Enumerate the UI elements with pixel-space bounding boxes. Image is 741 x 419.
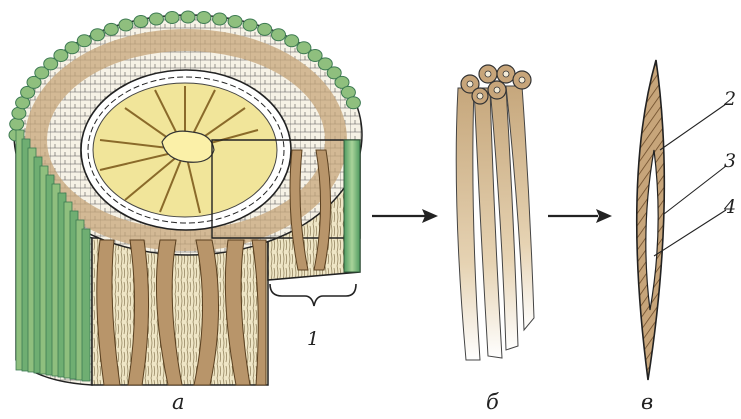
callout-2: 2 [724,90,736,109]
fiber-cell [637,60,726,380]
epidermis-cell [285,35,299,47]
epidermis-cell [119,19,133,31]
panel-label-c: в [641,392,653,413]
leader-4 [654,210,726,256]
epidermis-cell [181,11,195,23]
epidermis-cell [213,13,227,25]
leader-3 [664,166,726,214]
epidermis-cell [346,97,360,109]
epidermis-cell [77,35,91,47]
epidermis-cell [197,12,211,24]
callout-4: 4 [724,198,736,217]
panel-label-b: б [486,392,499,413]
epidermis-cell [149,13,163,25]
epidermis-cell [10,118,24,130]
epidermis-cell [228,16,242,28]
leader-2 [660,104,726,150]
fiber-bundle [456,65,534,360]
epidermis-cell [272,29,286,41]
epidermis-cell [82,229,90,381]
arrow-b-to-c [548,209,612,223]
epidermis-cell [134,16,148,28]
callout-1: 1 [307,330,319,349]
epidermis-cell [91,29,105,41]
epidermis-right [344,140,360,272]
callout-3: 3 [724,152,736,171]
arrow-a-to-b [372,209,438,223]
epidermis-cell [243,19,257,31]
panel-label-a: а [172,392,185,413]
epidermis-cell [165,12,179,24]
epidermis-cell [65,42,79,54]
epidermis-cell [258,23,272,35]
bracket-1 [270,284,356,306]
epidermis-cell [104,23,118,35]
